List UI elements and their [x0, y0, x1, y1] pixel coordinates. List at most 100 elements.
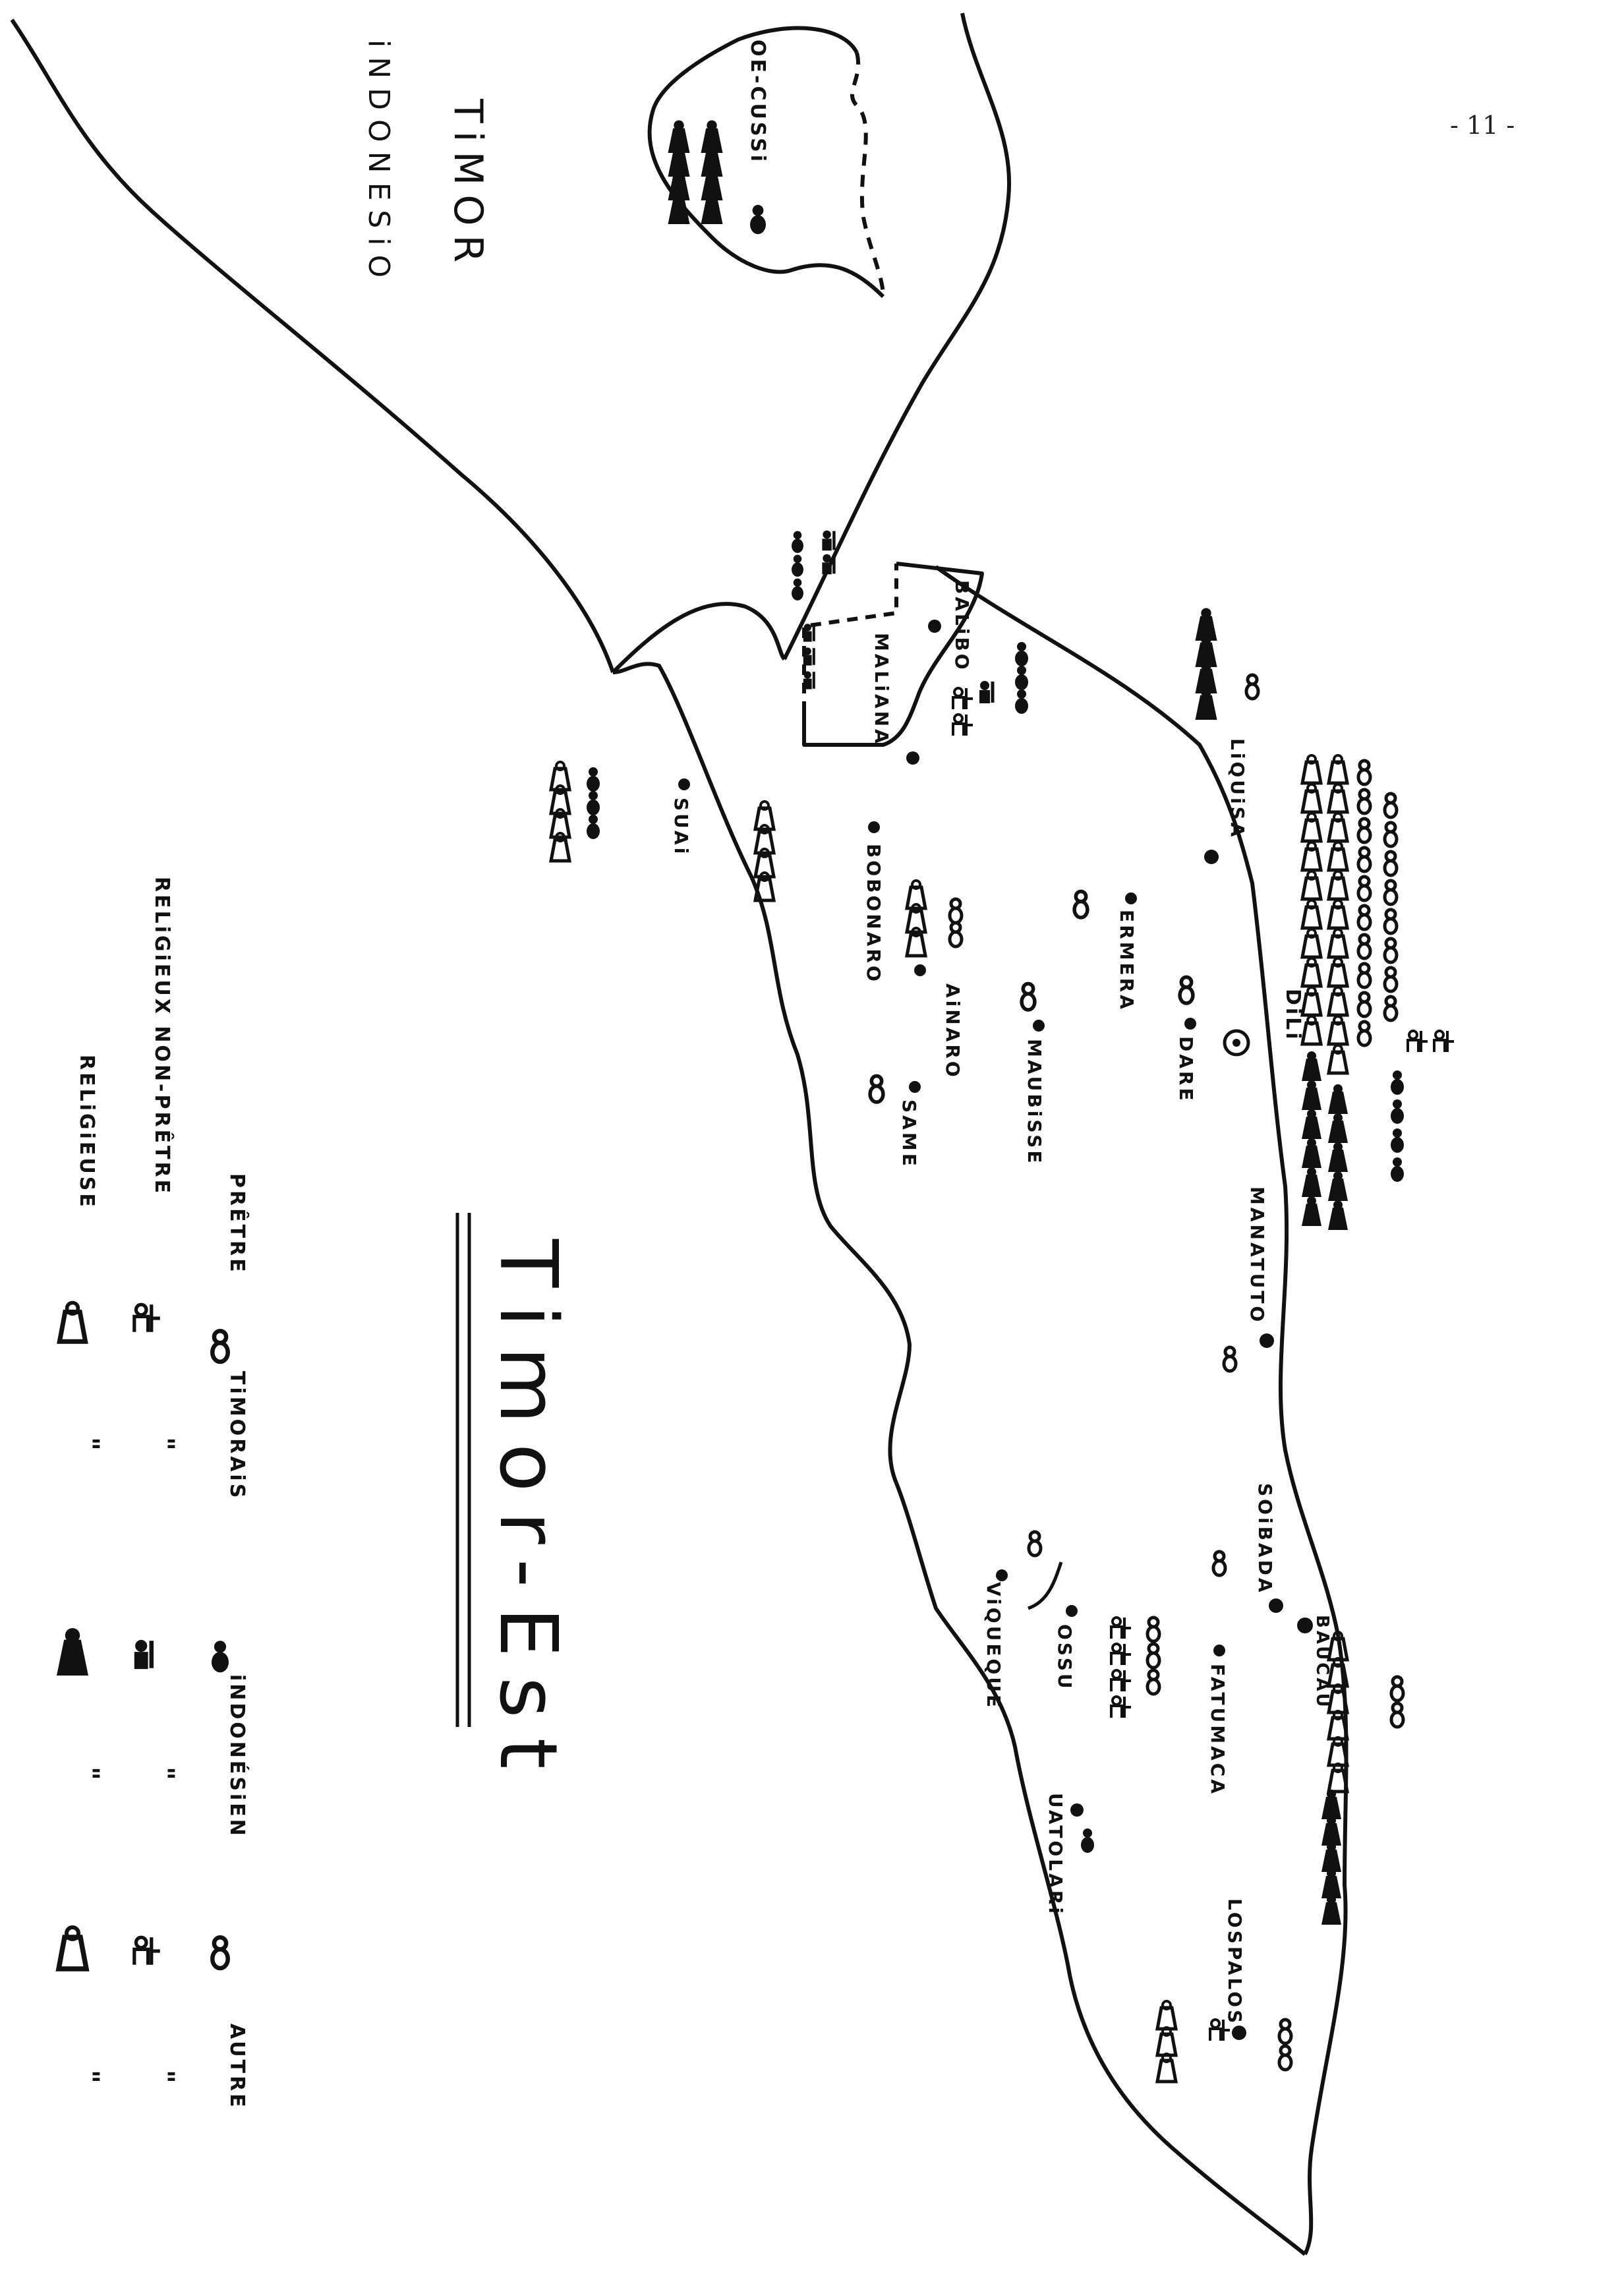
nun-indonesian-icon [1321, 1790, 1341, 1819]
nun-indonesian-icon [1302, 1109, 1321, 1139]
priest-timorese-icon [1358, 819, 1370, 842]
nun-indonesian-icon [1302, 1080, 1321, 1110]
town-dot-ossu [1066, 1605, 1078, 1617]
legend-priest-indonesien-icon [212, 1641, 229, 1673]
priest-indonesian-icon [750, 204, 766, 235]
nun-timorese-icon [1329, 842, 1347, 870]
nun-indonesian-icon [1302, 1138, 1321, 1168]
nun-timorese-icon [1302, 842, 1321, 870]
place-oe-cussi: OE-CUSSi [746, 40, 769, 164]
town-dot-maubisse [1033, 1020, 1045, 1032]
place-lospalos: LOSPALOS [1224, 1898, 1246, 2040]
legend-brother-indonesien-icon [134, 1640, 152, 1669]
place-dili: DiLi [1281, 989, 1304, 1042]
town-dot-bobonaro [868, 821, 880, 833]
town-dot-balibo [928, 620, 941, 633]
nun-indonesian-icon [1328, 1171, 1348, 1201]
nun-indonesian-icon [1302, 1196, 1321, 1226]
town-dot-baucau [1297, 1618, 1313, 1633]
nun-timorese-icon [1329, 871, 1347, 899]
nun-timorese-icon [1329, 987, 1347, 1015]
nun-timorese-icon [1302, 929, 1321, 957]
priest-indonesian-icon [587, 815, 600, 839]
brother-timorese-icon [952, 687, 974, 711]
nun-indonesian-icon [1321, 1842, 1341, 1872]
priest-indonesian-icon [792, 554, 803, 577]
legend-label-pretre: PRÊTRE [225, 1173, 249, 1275]
priest-timorese-icon [870, 1076, 883, 1102]
priest-timorese-icon [1385, 939, 1397, 962]
place-label-manatuto: MANATUTO [1246, 1186, 1268, 1324]
place-fatumaca: FATUMACA [1207, 1645, 1229, 1796]
nun-timorese-icon [1329, 784, 1347, 812]
priest-timorese-icon [1279, 2020, 1291, 2043]
legend-nun-autre-icon [59, 1927, 86, 1969]
priest-timorese-icon [1358, 993, 1370, 1016]
priest-timorese-icon [1358, 848, 1370, 871]
place-label-liquisa: LiQUiSA [1227, 738, 1248, 839]
priest-timorese-icon [1385, 910, 1397, 933]
legend-priest-autre-icon [212, 1937, 227, 1968]
legend-ditto-religieuse-autre: " [74, 2070, 104, 2086]
priest-timorese-icon [1385, 794, 1397, 817]
place-label-viqueque: ViQUEQUE [983, 1582, 1004, 1710]
priest-indonesian-icon [1391, 1099, 1404, 1124]
brother-indonesian-icon [822, 531, 834, 551]
legend: PRÊTRE RELiGiEUX NON-PRÊTRE RELiGiEUSE T… [57, 877, 249, 2110]
legend-col-autre: AUTRE [225, 2024, 248, 2110]
priest-indonesian-icon [587, 791, 600, 815]
place-ossu: OSSU [1054, 1605, 1078, 1691]
priest-indonesian-icon [1081, 1828, 1094, 1853]
title-text: Timor-Est [482, 1239, 573, 1789]
legend-ditto-religieux-indonesien: " [149, 1767, 179, 1783]
brother-timorese-icon [1110, 1616, 1132, 1640]
priest-indonesian-icon [1015, 689, 1028, 714]
nun-indonesian-icon [1328, 1084, 1348, 1114]
symbols-ermera [1074, 891, 1088, 918]
place-label-same: SAME [898, 1099, 920, 1169]
nun-indonesian-icon [1321, 1869, 1341, 1898]
nun-timorese-icon [1302, 987, 1321, 1015]
legend-label-religieux: RELiGiEUX NON-PRÊTRE [150, 877, 174, 1196]
place-dare: DARE [1175, 1018, 1197, 1103]
nun-indonesian-icon [1321, 1895, 1341, 1925]
nun-indonesian-icon [1328, 1200, 1348, 1230]
symbols-liquisa [1195, 608, 1259, 720]
nun-timorese-icon [1157, 2028, 1176, 2055]
nun-timorese-icon [1302, 900, 1321, 928]
town-dot-manatuto [1260, 1333, 1274, 1348]
dili-capital-marker [1223, 1029, 1250, 1057]
nun-timorese-icon [1302, 871, 1321, 899]
symbols-uatolari [1081, 1828, 1094, 1853]
priest-indonesian-icon [1391, 1157, 1404, 1182]
town-dot-dare [1184, 1018, 1196, 1030]
priest-timorese-icon [1385, 968, 1397, 991]
nun-indonesian-icon [1302, 1051, 1321, 1081]
island-outline [10, 13, 1348, 2256]
priest-timorese-icon [1147, 1618, 1159, 1641]
brother-timorese-icon [1406, 1030, 1429, 1053]
place-uatolari: UATOLARi [1045, 1793, 1084, 1916]
nun-indonesian-icon [1328, 1113, 1348, 1143]
town-dot-lospalos [1232, 2026, 1246, 2040]
priest-timorese-icon [1029, 1532, 1041, 1556]
priest-timorese-icon [1147, 1644, 1159, 1668]
symbols-maliana [792, 531, 834, 689]
priest-timorese-icon [1385, 997, 1397, 1020]
priest-timorese-icon [1358, 1022, 1370, 1045]
symbols-fatumaca [1110, 1616, 1159, 1719]
ossu-viqueque-connector [1028, 1562, 1063, 1610]
brother-timorese-icon [952, 713, 974, 737]
place-soibada: SOiBADA [1254, 1483, 1283, 1613]
priest-timorese-icon [1385, 881, 1397, 904]
priest-indonesian-icon [1391, 1128, 1404, 1153]
priest-timorese-icon [1358, 877, 1370, 900]
priest-timorese-icon [1358, 761, 1370, 784]
town-dot-uatolari [1070, 1803, 1084, 1817]
symbols-dili [1302, 755, 1455, 1230]
legend-nun-timorais-icon [59, 1302, 85, 1341]
nun-timorese-icon [1329, 958, 1347, 986]
priest-timorese-icon [1358, 790, 1370, 813]
priest-timorese-icon [1358, 964, 1370, 987]
